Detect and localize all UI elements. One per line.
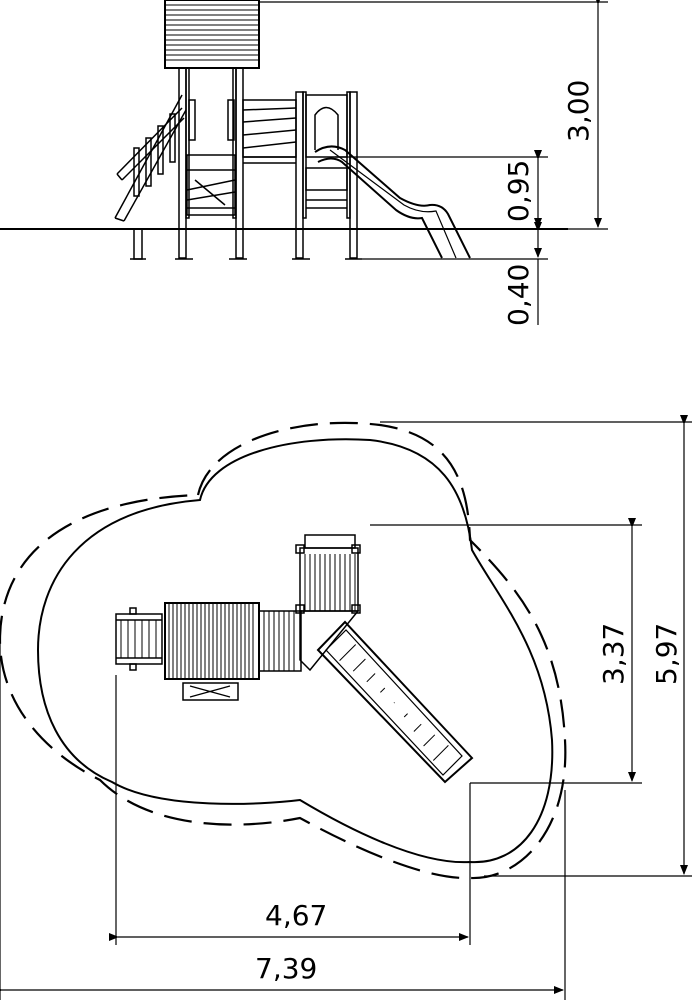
depth-equipment-label: 3,37: [597, 623, 630, 685]
slide-segment-line: [352, 658, 366, 672]
plan-view: 3,37 5,97 4,67 7,39: [0, 415, 692, 1000]
tower-posts: [130, 67, 362, 260]
depth-safety-zone-label: 5,97: [650, 623, 683, 685]
slide-segment-line: [403, 713, 408, 718]
dimension-foundation-depth: 0,40: [362, 222, 548, 326]
slide-segment-line: [380, 687, 386, 693]
slide-segment-line: [413, 723, 422, 732]
width-safety-zone-label: 7,39: [255, 952, 317, 985]
tower-panel: [186, 99, 236, 216]
bridge-platform: [242, 99, 297, 164]
slide-segment-line: [423, 734, 436, 747]
dimension-platform-height: 0,95: [335, 150, 548, 228]
structure-plan: [115, 534, 474, 784]
staircase: [114, 94, 187, 222]
platform-height-label: 0,95: [502, 160, 535, 222]
impact-area-outline: [36, 438, 554, 864]
total-height-label: 3,00: [562, 80, 595, 142]
slide-segment-line: [393, 702, 395, 704]
width-equipment-label: 4,67: [265, 899, 327, 932]
foundation-depth-label: 0,40: [502, 264, 535, 326]
slide: [314, 145, 471, 259]
slide-tower: [305, 94, 348, 209]
dimension-depth-safety-zone: 5,97: [380, 415, 692, 877]
dimension-total-height: 3,00: [259, 0, 608, 230]
slide-segment-line: [432, 745, 449, 761]
dimension-width-safety-zone: 7,39: [0, 640, 566, 1000]
dimension-width-equipment: 4,67: [109, 675, 471, 945]
dimension-depth-equipment: 3,37: [370, 518, 642, 784]
side-elevation: 3,00 0,95 0,40: [0, 0, 608, 326]
slide-plan: [316, 620, 474, 784]
slide-segment-line: [339, 644, 357, 661]
safety-zone-outline: [0, 421, 567, 880]
roof: [164, 0, 260, 69]
slide-segment-line: [366, 673, 376, 683]
